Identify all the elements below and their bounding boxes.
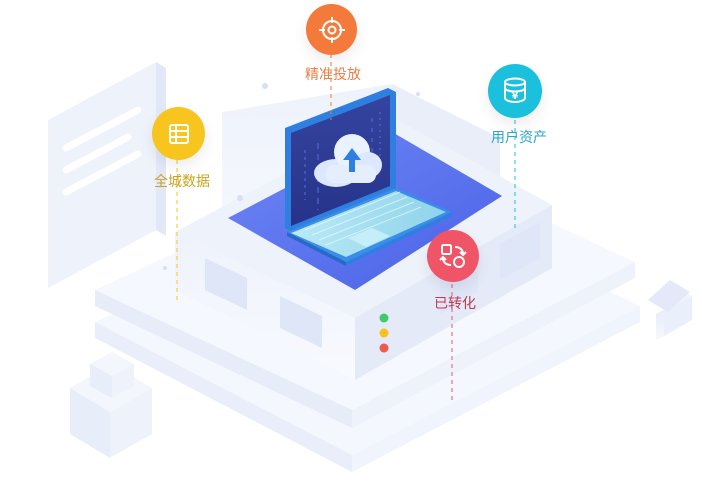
converted-label: 已转化 — [434, 296, 476, 312]
svg-text:¥: ¥ — [512, 92, 519, 102]
coin-stack-icon: ¥ — [504, 77, 526, 104]
user-assets-label: 用户资产 — [491, 130, 547, 146]
document-card-decoration — [48, 62, 166, 288]
precise-targeting-label: 精准投放 — [305, 67, 361, 83]
precise-targeting-badge[interactable] — [306, 4, 357, 55]
city-data-badge[interactable] — [152, 107, 205, 160]
cube-stack-decoration — [70, 352, 152, 458]
leader-lines — [176, 54, 516, 400]
upload-arrow-decoration — [648, 280, 692, 340]
user-assets-badge[interactable]: ¥ — [488, 64, 542, 118]
status-lights — [379, 313, 389, 353]
data-list-icon — [168, 123, 189, 144]
sparkle-dots — [163, 83, 420, 270]
cloud-upload-icon — [314, 134, 382, 187]
crosshair-target-icon — [318, 16, 345, 43]
city-data-label: 全城数据 — [154, 174, 210, 190]
conversion-cycle-icon — [439, 244, 467, 268]
laptop — [285, 88, 452, 266]
converted-badge[interactable] — [427, 230, 479, 282]
